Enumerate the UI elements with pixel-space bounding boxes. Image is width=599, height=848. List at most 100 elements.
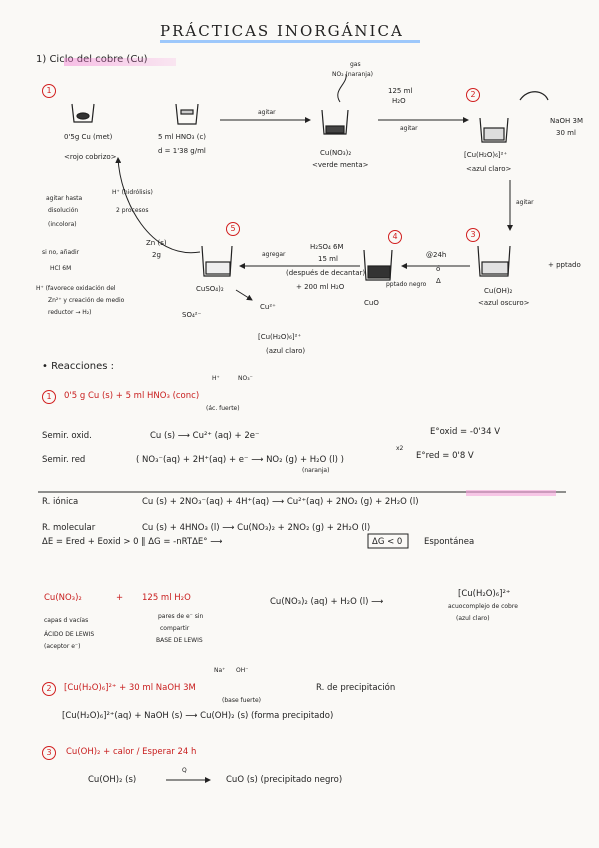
capas-3: (aceptor e⁻): [44, 643, 81, 650]
reaction-3: Cu(OH)₂ + calor / Esperar 24 h: [66, 747, 197, 757]
beaker-7-icon: [201, 245, 233, 277]
espontanea: Espontánea: [424, 537, 475, 547]
cuo-label: CuO: [364, 299, 379, 307]
section-highlight: [64, 58, 176, 66]
r2-note-base: (base fuerte): [222, 697, 262, 704]
cuno3-label: Cu(NO₃)₂: [320, 149, 352, 157]
cuno3-color: <verde menta>: [312, 161, 369, 169]
r3-eq-left: Cu(OH)₂ (s): [88, 775, 137, 785]
agregar-label: agregar: [262, 251, 286, 258]
reaction-2-marker: 2: [42, 682, 56, 696]
left-note-5: HCl 6M: [50, 265, 72, 272]
capas-1: capas d vacías: [44, 617, 89, 624]
heat-or: ó: [436, 265, 441, 273]
left-note-8: reductor → H₂): [48, 309, 92, 316]
cuo-ppt: pptado negro: [386, 281, 427, 288]
no2-label: NO₂ (naranja): [332, 71, 373, 78]
reaction-1: 0'5 g Cu (s) + 5 ml HNO₃ (conc): [64, 391, 200, 401]
agua-label: + 200 ml H₂O: [296, 283, 345, 291]
zn-label: Zn (s): [146, 239, 167, 247]
complex-label: [Cu(H₂O)₆]²⁺: [464, 151, 508, 159]
r1-note-h: H⁺: [212, 375, 220, 382]
left-note-7: Zn²⁺ y creación de medio: [48, 297, 125, 304]
naoh-vol: 30 ml: [556, 129, 576, 137]
hno3-label: 5 ml HNO₃ (c): [158, 133, 207, 141]
agitar-3: agitar: [516, 199, 534, 206]
water-vol: 125 ml: [388, 87, 413, 95]
semi-red-note: (naranja): [302, 467, 330, 474]
capas-2: ÁCIDO DE LEWIS: [44, 631, 95, 638]
delta-e: ΔE = Ered + Eoxid > 0 ‖ ΔG = -nRTΔE° ⟶: [42, 537, 223, 547]
water-125: 125 ml H₂O: [142, 593, 191, 603]
r-ionica-label: R. iónica: [42, 497, 79, 507]
reaction-3-marker: 3: [42, 746, 56, 760]
h2so4-label: H₂SO₄ 6M: [310, 243, 344, 251]
beaker-6-icon: [363, 249, 393, 281]
left-note-4: si no, añadir: [42, 249, 80, 256]
pptado-label: + pptado: [548, 261, 581, 269]
reaction-1-marker: 1: [42, 390, 56, 404]
beaker-4-icon: [479, 117, 509, 143]
zn-mass: 2g: [152, 251, 161, 259]
complex-bottom-color: (azul claro): [266, 347, 306, 355]
semi-red-e: E°red = 0'8 V: [416, 451, 474, 461]
left-note-2: disolución: [48, 207, 79, 214]
semi-red-label: Semir. red: [42, 455, 86, 465]
r2-note-na: Na⁺: [214, 667, 226, 674]
acuo-2: (azul claro): [456, 615, 490, 622]
water-label: H₂O: [392, 97, 406, 105]
agitar-1: agitar: [258, 109, 276, 116]
semi-ox-eq: Cu (s) ⟶ Cu²⁺ (aq) + 2e⁻: [150, 431, 260, 441]
pares-3: BASE DE LEWIS: [156, 637, 203, 644]
heat-24h: @24h: [426, 251, 447, 259]
arrow-7: [235, 289, 253, 301]
cuno3-heading: Cu(NO₃)₂: [44, 593, 82, 603]
naoh-label: NaOH 3M: [550, 117, 584, 125]
page-title: PRÁCTICAS INORGÁNICA: [160, 22, 404, 40]
semi-ox-e: E°oxid = -0'34 V: [430, 427, 501, 437]
beaker-2-icon: [175, 103, 199, 125]
agitar-2: agitar: [400, 125, 418, 132]
step-1-marker: 1: [42, 84, 56, 98]
reaction-2: [Cu(H₂O)₆]²⁺ + 30 ml NaOH 3M: [64, 683, 196, 693]
semi-red-x2: x2: [396, 445, 404, 452]
left-note-1: agitar hasta: [46, 195, 83, 202]
r3-eq-q: Q: [182, 767, 187, 774]
step-1-label: 0'5g Cu (met): [64, 133, 113, 141]
beaker-1-icon: [71, 103, 95, 123]
cuso4-label: CuSO₄)₂: [196, 285, 224, 293]
cuno3-eq: Cu(NO₃)₂ (aq) + H₂O (l) ⟶: [270, 597, 384, 607]
section-heading: 1) Ciclo del cobre (Cu): [36, 54, 148, 65]
plus-sign: +: [116, 593, 124, 603]
beaker-5-icon: [477, 245, 511, 277]
so4-label: SO₄²⁻: [182, 311, 202, 319]
pares-2: compartir: [160, 625, 190, 632]
r2-type: R. de precipitación: [316, 683, 396, 693]
gas-label: gas: [350, 61, 361, 68]
cu2-label: Cu²⁺: [260, 303, 276, 311]
r3-eq-right: CuO (s) (precipitado negro): [226, 775, 343, 785]
pour-icon: [519, 91, 549, 101]
step-2-marker: 2: [466, 88, 480, 102]
r-mol-label: R. molecular: [42, 523, 96, 533]
r1-note-acid: (ác. fuerte): [206, 405, 240, 412]
step-3-marker: 3: [466, 228, 480, 242]
step-1-color: <rojo cobrizo>: [64, 153, 117, 161]
left-note-6: H⁺ (favorece oxidación del: [36, 285, 116, 292]
semi-ox-label: Semir. oxid.: [42, 431, 92, 441]
delta-g: ΔG < 0: [372, 537, 403, 547]
r2-note-oh: OH⁻: [236, 667, 249, 674]
r-mol-eq: Cu (s) + 4HNO₃ (l) ⟶ Cu(NO₃)₂ + 2NO₂ (g)…: [142, 523, 371, 533]
pares-1: pares de e⁻ sin: [158, 613, 204, 620]
h2so4-vol: 15 ml: [318, 255, 338, 263]
r2-eq: [Cu(H₂O)₆]²⁺(aq) + NaOH (s) ⟶ Cu(OH)₂ (s…: [62, 711, 334, 721]
step-5-marker: 5: [226, 222, 240, 236]
complex-color: <azul claro>: [466, 165, 512, 173]
r-ionica-eq: Cu (s) + 2NO₃⁻(aq) + 4H⁺(aq) ⟶ Cu²⁺(aq) …: [142, 497, 419, 507]
cuoh2-color: <azul oscuro>: [478, 299, 530, 307]
semi-red-eq: ( NO₃⁻(aq) + 2H⁺(aq) + e⁻ ⟶ NO₂ (g) + H₂…: [136, 455, 344, 465]
despues-label: (después de decantar): [286, 269, 366, 277]
step-4-marker: 4: [388, 230, 402, 244]
